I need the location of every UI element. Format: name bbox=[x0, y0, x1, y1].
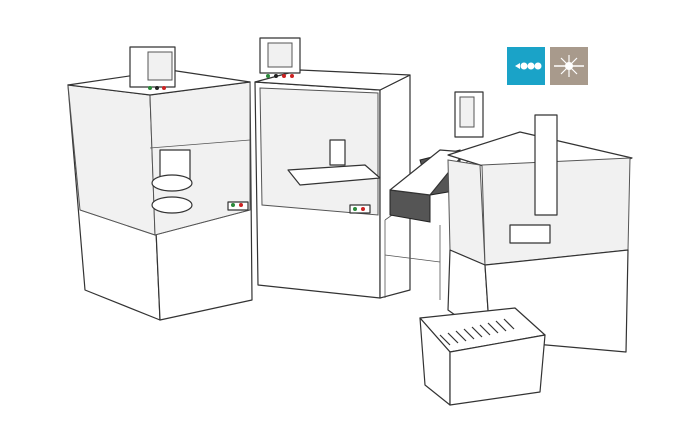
press-machine-middle bbox=[254, 37, 411, 299]
laser-machine bbox=[447, 91, 633, 353]
parts-bin bbox=[419, 307, 546, 406]
conveyor-rack bbox=[384, 149, 471, 300]
three-dots-icon bbox=[515, 62, 542, 70]
press-machine-left bbox=[67, 46, 253, 321]
three-dots-badge bbox=[507, 47, 545, 85]
laser-badge bbox=[550, 47, 588, 85]
laser-burst-icon bbox=[554, 55, 584, 77]
